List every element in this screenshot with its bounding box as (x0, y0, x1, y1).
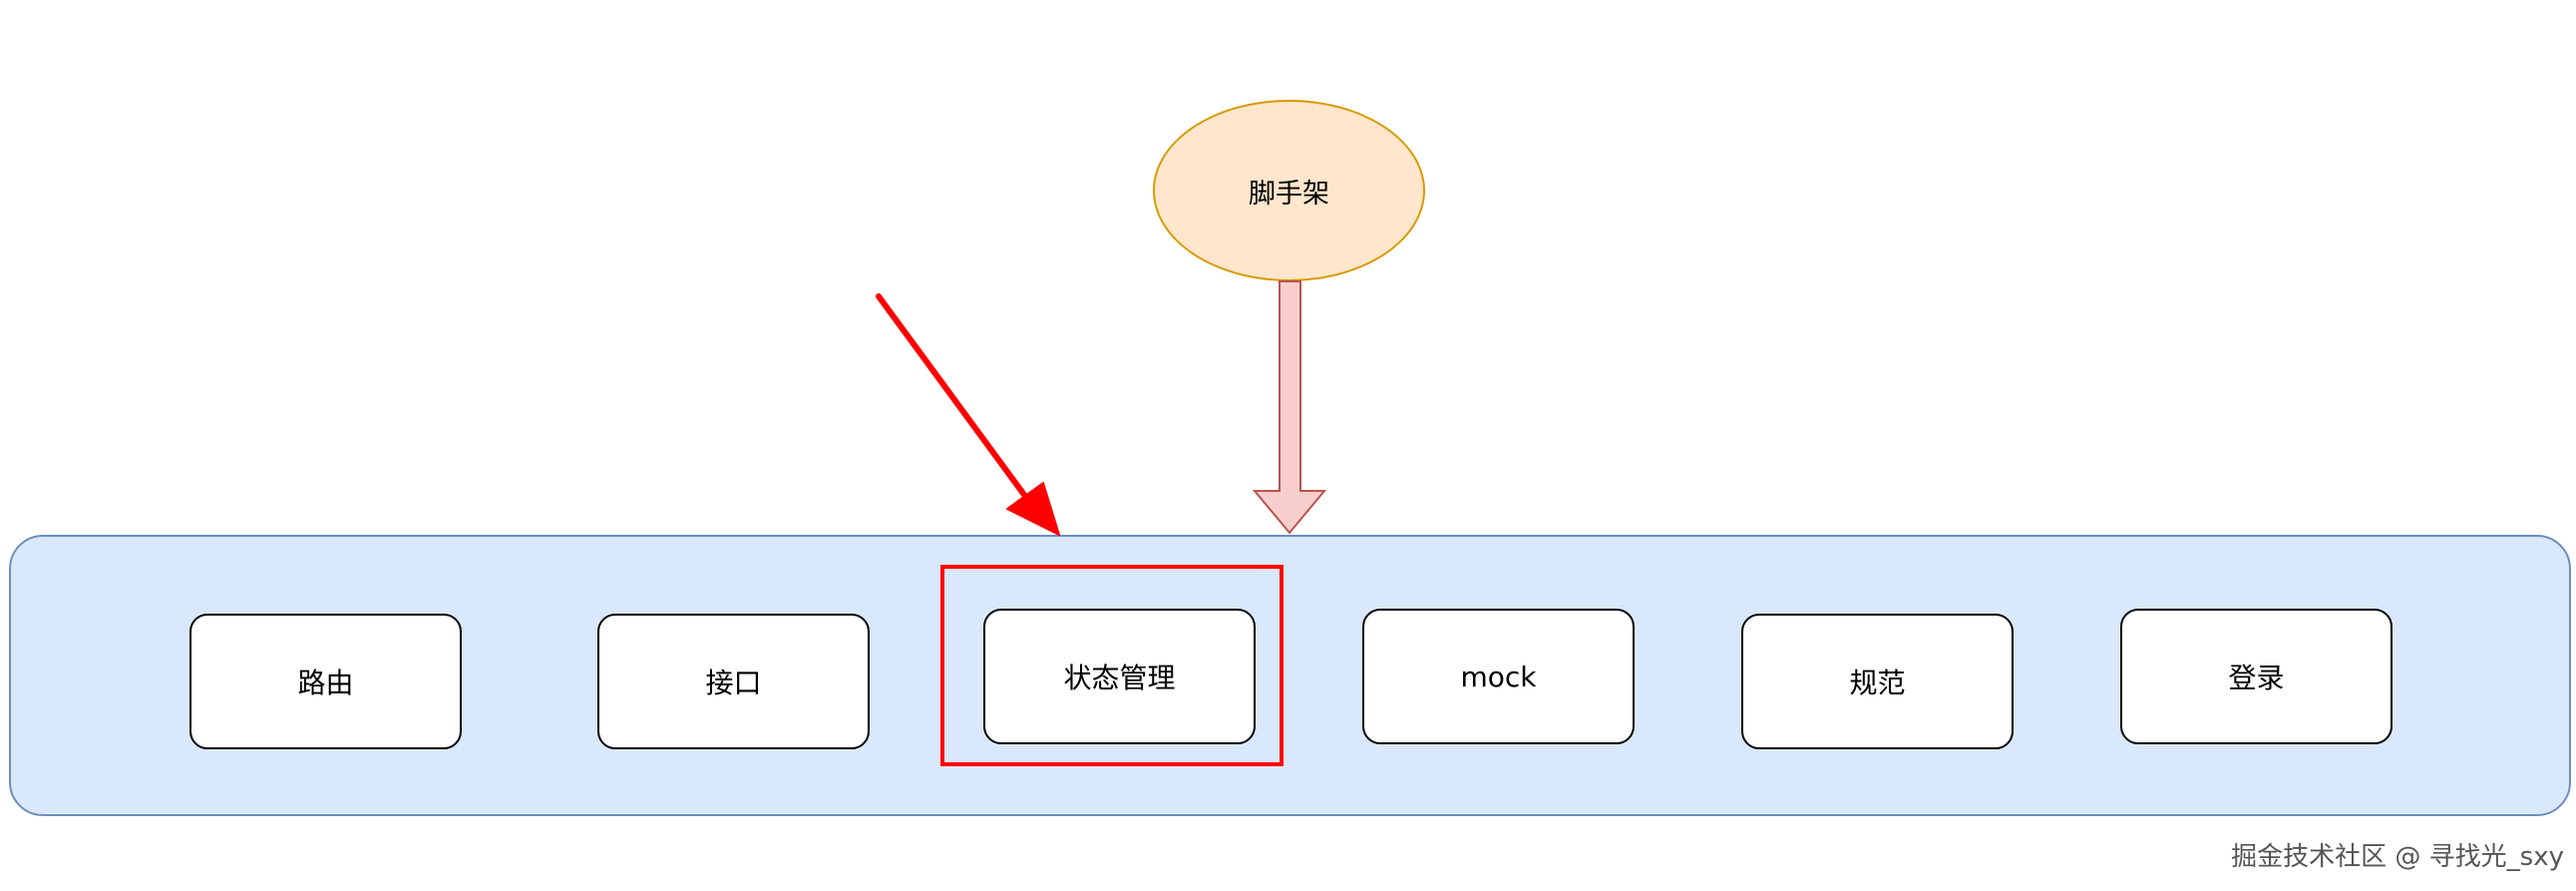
module-spec: 规范 (1741, 614, 2014, 749)
scaffold-ellipse: 脚手架 (1153, 100, 1425, 281)
red-pointer-line (876, 293, 1030, 502)
module-spec-label: 规范 (1849, 667, 1906, 699)
module-state-management-label: 状态管理 (1063, 662, 1176, 694)
module-api-label: 接口 (705, 667, 762, 699)
module-mock: mock (1362, 609, 1635, 744)
module-state-management: 状态管理 (983, 609, 1256, 744)
scaffold-label: 脚手架 (1249, 178, 1329, 210)
highlight-box (940, 565, 1284, 766)
module-routing-label: 路由 (297, 667, 354, 699)
module-api: 接口 (597, 614, 870, 749)
module-mock-label: mock (1460, 660, 1537, 693)
watermark: 掘金技术社区 @ 寻找光_sxy (2231, 842, 2564, 872)
module-login-label: 登录 (2228, 662, 2285, 694)
red-pointer-arrowhead (1006, 482, 1060, 536)
module-login: 登录 (2120, 609, 2392, 744)
module-routing: 路由 (189, 614, 462, 749)
scaffold-block-arrow (1252, 280, 1327, 535)
